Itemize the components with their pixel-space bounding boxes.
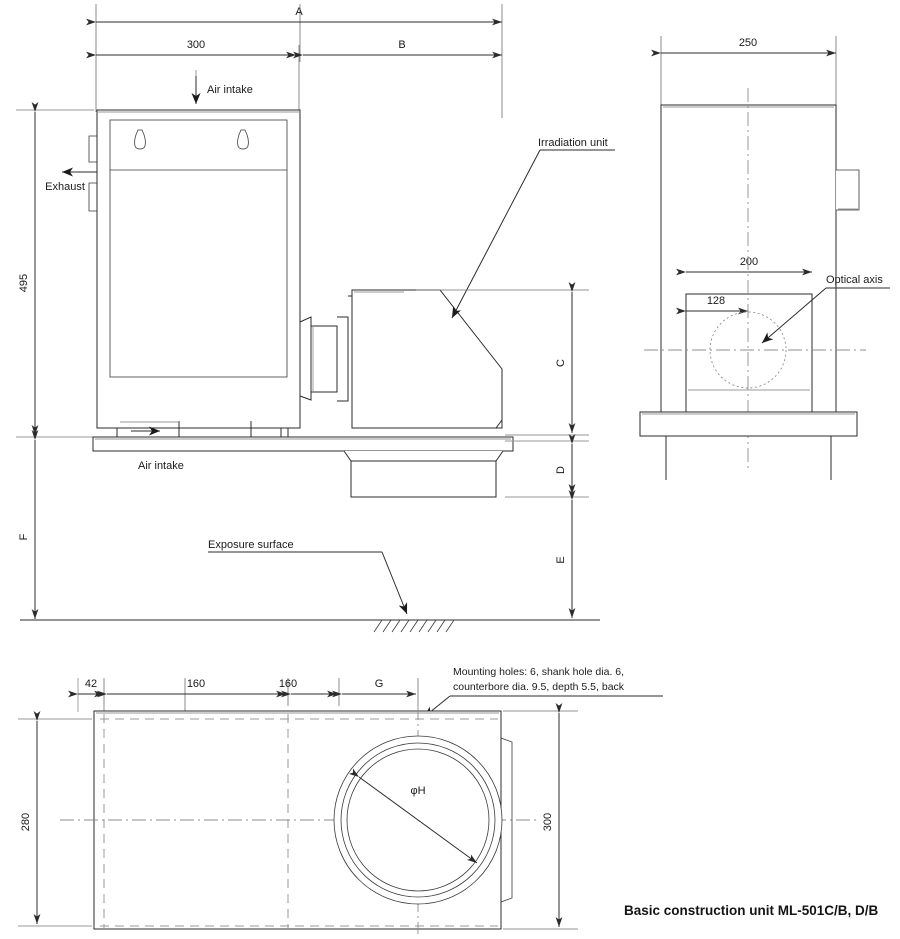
dimension-E: E [555,490,576,618]
dimension-B: B [293,39,502,59]
dimension-A-label: A [295,6,303,18]
dimension-495: 495 [16,102,94,438]
dimension-160-a: 160 [97,678,286,698]
dimension-E-label: E [555,556,567,563]
mounting-holes-note-line1: Mounting holes: 6, shank hole dia. 6, [453,666,624,678]
dimension-300-plan: 300 [503,703,578,930]
plan-hidden-lines [100,714,498,929]
ground-hatching [373,619,455,633]
dimension-42: 42 [68,678,104,698]
dimension-160-b-label: 160 [279,678,297,690]
plan-view-extension-lines [77,678,419,716]
dimension-495-label: 495 [18,274,30,292]
dimension-G: G [332,678,416,698]
dimension-128: 128 [676,295,748,315]
exposure-surface-label: Exposure surface [208,539,294,551]
dimension-D-label: D [555,466,567,474]
exhaust-label: Exhaust [45,181,85,193]
plan-right-protrusion [500,737,513,903]
dimension-280-label: 280 [20,813,32,831]
side-view-extension-lines [95,4,503,118]
dimension-160-a-label: 160 [187,678,205,690]
dimension-B-label: B [398,39,405,51]
dimension-128-label: 128 [707,295,725,307]
dimension-250-label: 250 [739,37,757,49]
machine-base-plate [92,436,514,452]
dimension-200-label: 200 [740,256,758,268]
dimension-250: 250 [651,37,836,57]
dimension-300: 300 [86,39,296,59]
mounting-holes-note: Mounting holes: 6, shank hole dia. 6, co… [423,666,663,718]
dimension-300-plan-label: 300 [542,813,554,831]
irradiation-unit-callout: Irradiation unit [451,137,615,319]
front-elevation-view: 250 200 128 [639,36,890,480]
side-elevation-view: A 300 B Air intake [16,4,615,633]
dimension-C-label: C [555,359,567,367]
drawing-title-block: Basic construction unit ML-501C/B, D/B [624,903,879,918]
irradiation-unit-body [351,289,503,429]
drawing-title: Basic construction unit ML-501C/B, D/B [624,903,879,918]
dimension-C: C [555,282,576,433]
dimension-F-label: F [18,533,30,540]
dimension-A: A [86,6,502,26]
dimension-phi-H: φH [348,768,478,864]
front-base-flange [639,411,858,480]
exposure-surface-callout: Exposure surface [208,539,408,615]
air-intake-bottom-label: Air intake [138,460,184,472]
dimension-280: 280 [18,711,92,927]
optical-axis-callout: Optical axis [761,274,890,344]
front-view-center-lines [644,88,866,470]
air-intake-top-label: Air intake [207,84,253,96]
dimension-300-label: 300 [187,39,205,51]
optical-axis-label: Optical axis [826,274,883,286]
air-intake-bottom-annotation: Air intake [138,460,184,472]
dimension-160-b: 160 [279,678,337,698]
dimension-42-label: 42 [85,678,97,690]
connector-neck [299,295,355,428]
dimension-200: 200 [676,256,812,276]
exhaust-annotation: Exhaust [45,167,100,193]
lamp-house-body [88,109,301,429]
irradiation-unit-label: Irradiation unit [538,137,608,149]
dimension-F: F [18,430,39,619]
air-intake-top-annotation: Air intake [191,70,253,104]
dimension-D: D [555,434,576,494]
ground-reference-line [20,619,600,633]
optical-aperture-circle [709,311,787,389]
dimension-phi-H-label: φH [410,785,425,797]
output-nozzle [343,450,504,498]
mounting-holes-note-line2: counterbore dia. 9.5, depth 5.5, back [453,681,625,693]
bottom-plan-view: 42 160 160 G Mounting holes: 6, shank ho… [18,666,663,934]
dimension-G-label: G [375,678,384,690]
